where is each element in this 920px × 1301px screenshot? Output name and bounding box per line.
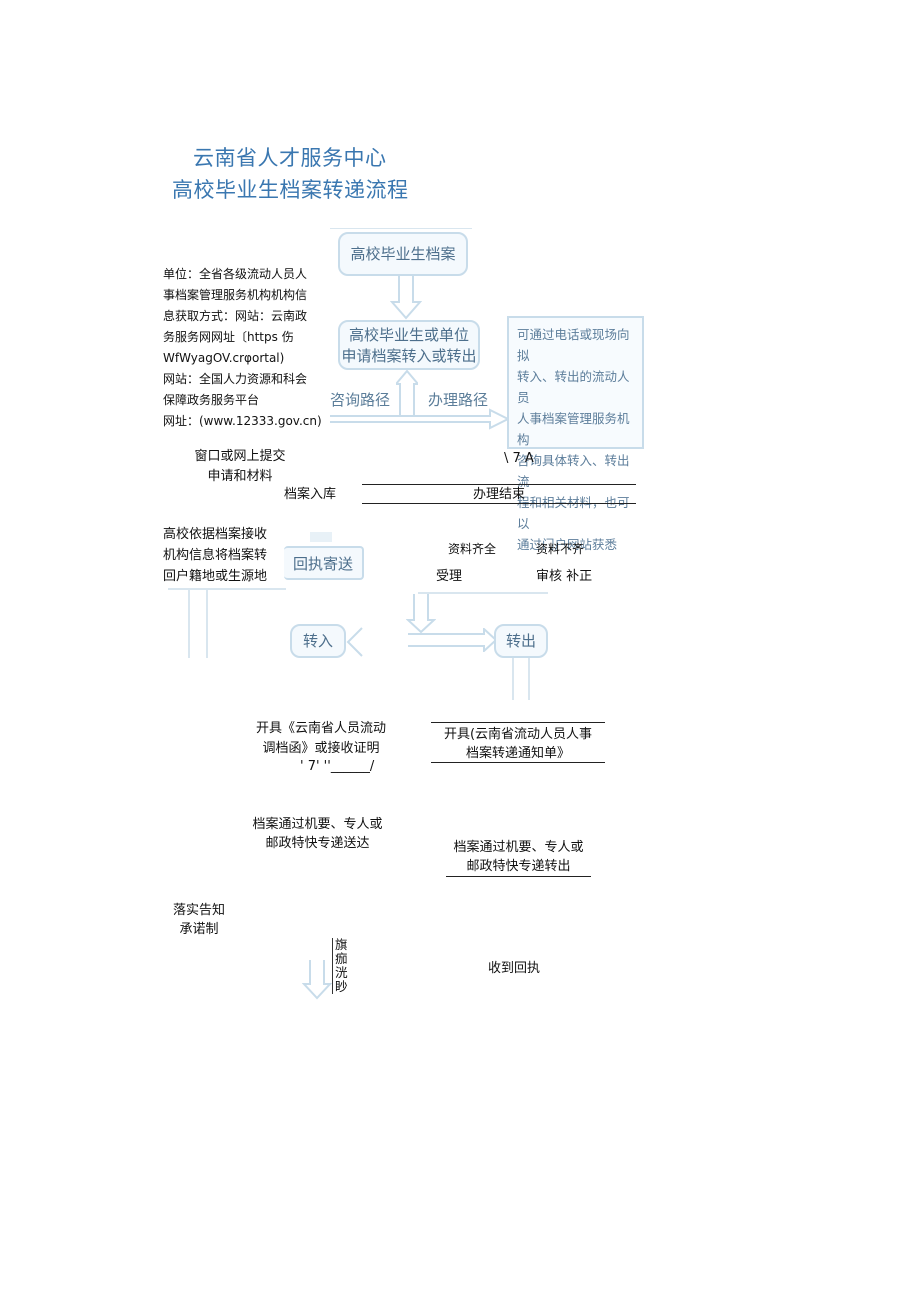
garbled-text-2: ' 7' ''______/ (300, 759, 375, 774)
down-arrow-icon (390, 276, 422, 320)
deliver-in-line-1: 档案通过机要、专人或 (252, 817, 383, 832)
vertical-char: 旗 (335, 937, 348, 952)
transfer-in-box: 转入 (290, 624, 346, 658)
issue-notice-line-1: 开具(云南省流动人员人事 (443, 727, 593, 742)
divider-line (362, 484, 636, 485)
consult-path-label: 咨询路径 (330, 391, 391, 409)
deliver-in-line-2: 邮政特快专递送达 (265, 836, 370, 851)
incomplete-materials-label: 资料不齐 (536, 542, 585, 556)
handle-path-label: 办理路径 (428, 391, 489, 409)
garbled-text: \ 7 A (504, 451, 534, 466)
info-block: 单位：全省各级流动人员人 事档案管理服务机构机构信 息获取方式：网站：云南政 务… (163, 264, 322, 432)
deliver-out-line-1: 档案通过机要、专人或 (453, 840, 584, 855)
info-line: 务服务网网址〔https 伤 (163, 330, 294, 344)
faint-line (512, 658, 514, 700)
complete-materials-label: 资料齐全 (448, 542, 497, 556)
faint-line (528, 658, 530, 700)
archive-box: 高校毕业生档案 (338, 232, 468, 276)
divider-line (446, 876, 591, 877)
commitment-line-2: 承诺制 (179, 922, 219, 937)
info-line: 单位：全省各级流动人员人 (163, 267, 308, 281)
apply-box-line: 高校毕业生或单位 (348, 326, 469, 344)
info-line: 网址：(www.12333.gov.cn) (163, 414, 322, 428)
right-arrow-icon (408, 628, 498, 652)
info-line: 事档案管理服务机构机构信 (163, 288, 308, 302)
faint-line (418, 592, 548, 594)
return-info-line: 高校依据档案接收 (163, 527, 268, 542)
finish-label: 办理结束 (472, 487, 525, 502)
return-info-line: 回户籍地或生源地 (163, 569, 268, 584)
note-line: 人事档案管理服务机构 (517, 411, 630, 447)
vertical-char: 眇 (335, 979, 348, 994)
vertical-text: 旗 痂 洸 眇 (335, 938, 348, 994)
info-line: 网站：全国人力资源和科会 (163, 372, 308, 386)
down-arrow-icon (302, 960, 332, 1000)
faint-fragment (310, 532, 332, 542)
issue-notice-line-2: 档案转递通知单》 (465, 746, 570, 761)
title-line-1: 云南省人才服务中心 (193, 146, 387, 170)
left-arrow-icon (346, 627, 363, 657)
info-line: 息获取方式：网站：云南政 (163, 309, 308, 323)
up-arrow-icon (396, 370, 418, 416)
commitment-line-1: 落实告知 (172, 903, 225, 918)
receipt-received-label: 收到回执 (488, 961, 541, 976)
faint-line (168, 588, 286, 590)
right-arrow-icon (330, 408, 510, 430)
accept-label: 受理 (436, 569, 463, 584)
review-fix-label: 审核 补正 (536, 569, 593, 584)
apply-box-line: 申请档案转入或转出 (341, 347, 477, 365)
title-line-2: 高校毕业生档案转递流程 (172, 178, 409, 202)
faint-frame (330, 228, 472, 229)
transfer-out-box: 转出 (494, 624, 548, 658)
issue-letter-line-2: 调档函》或接收证明 (262, 741, 380, 756)
deliver-out-line-2: 邮政特快专递转出 (466, 859, 571, 874)
faint-line (188, 590, 190, 658)
issue-letter-line-1: 开具《云南省人员流动 (255, 721, 386, 736)
apply-box: 高校毕业生或单位 申请档案转入或转出 (338, 320, 480, 370)
vertical-char: 洸 (335, 965, 348, 980)
divider-line (431, 762, 605, 763)
down-arrow-icon (406, 594, 436, 634)
return-info-line: 机构信息将档案转 (163, 548, 268, 563)
faint-line (206, 590, 208, 658)
archive-in-label: 档案入库 (284, 487, 337, 502)
note-line: 咨询具体转入、转出流 (517, 453, 630, 489)
divider-line (362, 503, 636, 504)
receipt-send-box: 回执寄送 (284, 546, 364, 580)
info-line: 保障政务服务平台 (163, 393, 260, 407)
vertical-line (332, 938, 333, 994)
note-line: 可通过电话或现场向拟 (517, 327, 630, 363)
divider-line (431, 722, 605, 723)
return-info-block: 高校依据档案接收 机构信息将档案转 回户籍地或生源地 (163, 524, 267, 587)
consult-note-box: 可通过电话或现场向拟 转入、转出的流动人员 人事档案管理服务机构 咨询具体转入、… (507, 316, 644, 552)
note-line: 转入、转出的流动人员 (517, 369, 630, 405)
info-line: WfWyagOV.crφortal) (163, 351, 285, 365)
submit-line-2: 申请和材料 (207, 469, 273, 484)
vertical-char: 痂 (335, 951, 348, 966)
submit-line-1: 窗口或网上提交 (194, 449, 286, 464)
note-line: 通过门户网站获悉 (517, 537, 618, 552)
note-line: 程和相关材料，也可以 (517, 495, 630, 531)
